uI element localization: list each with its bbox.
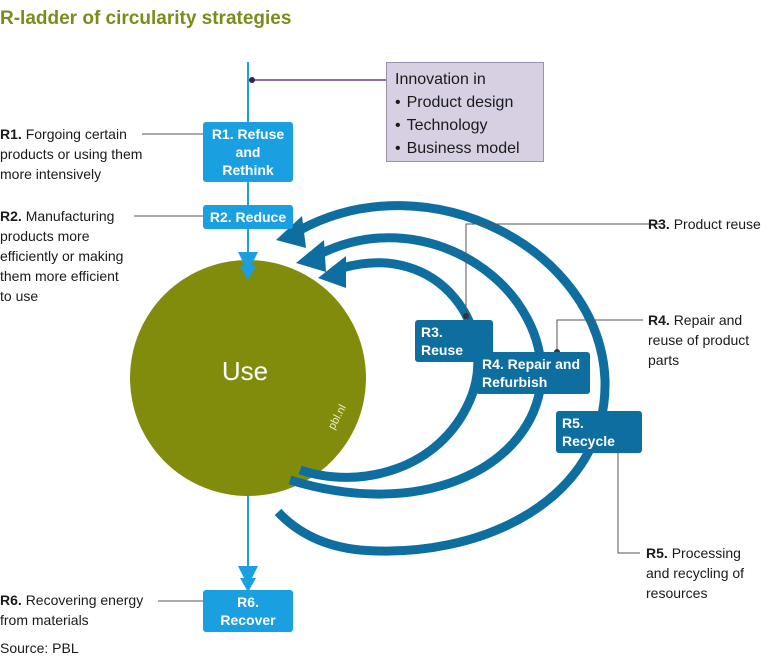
r4-leader bbox=[556, 319, 643, 352]
flow-arrow-top bbox=[240, 266, 256, 280]
r6-text-line: from materials bbox=[0, 612, 89, 628]
r5-recycle-box: R5. Recycle bbox=[556, 411, 642, 453]
r5-code: R5. bbox=[646, 545, 668, 561]
r6-code: R6. bbox=[0, 592, 22, 608]
r2-code: R2. bbox=[0, 208, 22, 224]
r5-leader bbox=[617, 440, 640, 554]
r1-description: R1. Forgoing certain products or using t… bbox=[0, 124, 170, 184]
r4-code: R4. bbox=[648, 312, 670, 328]
r4-text-line: reuse of product bbox=[648, 332, 750, 348]
r3-leader-dot bbox=[463, 313, 469, 319]
r5-text-line: and recycling of bbox=[646, 565, 745, 581]
flow-arrow-bottom bbox=[240, 578, 256, 592]
innovation-box: Innovation in Product design Technology … bbox=[386, 62, 544, 162]
r5-description: R5. Processing and recycling of resource… bbox=[646, 543, 768, 603]
r5-box-label: R5. Recycle bbox=[562, 415, 615, 449]
innovation-item: Product design bbox=[395, 91, 535, 114]
page-title: R-ladder of circularity strategies bbox=[0, 8, 292, 29]
r1-text-line: Forgoing certain bbox=[25, 126, 127, 142]
r2-text-line: efficiently or making bbox=[0, 248, 124, 264]
r5-text-line: resources bbox=[646, 585, 708, 601]
r2-text-line: products more bbox=[0, 228, 90, 244]
r5-text-line: Processing bbox=[671, 545, 741, 561]
r4-box-line: R4. Repair and bbox=[482, 356, 581, 372]
r3-leader bbox=[465, 223, 662, 316]
r2-text-line: to use bbox=[0, 288, 39, 304]
r2-text-line: Manufacturing bbox=[25, 208, 115, 224]
r1-text-line: more intensively bbox=[0, 166, 102, 182]
reuse-loop bbox=[298, 258, 483, 482]
r4-description: R4. Repair and reuse of product parts bbox=[648, 310, 768, 370]
r2-description: R2. Manufacturing products more efficien… bbox=[0, 206, 170, 306]
r6-description: R6. Recovering energy from materials bbox=[0, 590, 170, 630]
r2-text-line: them more efficient bbox=[0, 268, 119, 284]
innovation-list: Product design Technology Business model bbox=[395, 91, 535, 160]
r6-box-label: R6. Recover bbox=[220, 594, 276, 628]
use-circle bbox=[130, 260, 366, 496]
r2-reduce-box: R2. Reduce bbox=[203, 205, 293, 229]
innovation-item: Technology bbox=[395, 114, 535, 137]
r1-box-line: and Rethink bbox=[222, 144, 274, 178]
r1-refuse-rethink-box: R1. Refuse and Rethink bbox=[203, 122, 293, 182]
innovation-connector-dot bbox=[249, 77, 255, 83]
r2-box-label: R2. Reduce bbox=[209, 209, 287, 225]
r4-text-line: Repair and bbox=[673, 312, 743, 328]
r4-repair-refurbish-box: R4. Repair and Refurbish bbox=[476, 352, 590, 394]
r3-description: R3. Product reuse bbox=[648, 214, 768, 234]
r3-box-label: R3. Reuse bbox=[421, 324, 464, 358]
source-note: Source: PBL bbox=[0, 640, 79, 656]
r3-code: R3. bbox=[648, 216, 670, 232]
innovation-heading: Innovation in bbox=[395, 71, 486, 88]
r6-text-line: Recovering energy bbox=[25, 592, 144, 608]
r4-text-line: parts bbox=[648, 352, 680, 368]
recycle-arrowhead bbox=[276, 216, 306, 248]
r1-box-line: R1. Refuse bbox=[211, 126, 285, 142]
r4-box-line: Refurbish bbox=[482, 374, 548, 390]
r1-code: R1. bbox=[0, 126, 22, 142]
innovation-item: Business model bbox=[395, 137, 535, 160]
repair-arrowhead bbox=[296, 240, 326, 272]
r1-text-line: products or using them bbox=[0, 146, 143, 162]
reuse-arrowhead bbox=[318, 256, 346, 288]
use-label: Use bbox=[221, 356, 269, 386]
r3-text-line: Product reuse bbox=[673, 216, 761, 232]
r6-recover-box: R6. Recover bbox=[203, 590, 293, 632]
